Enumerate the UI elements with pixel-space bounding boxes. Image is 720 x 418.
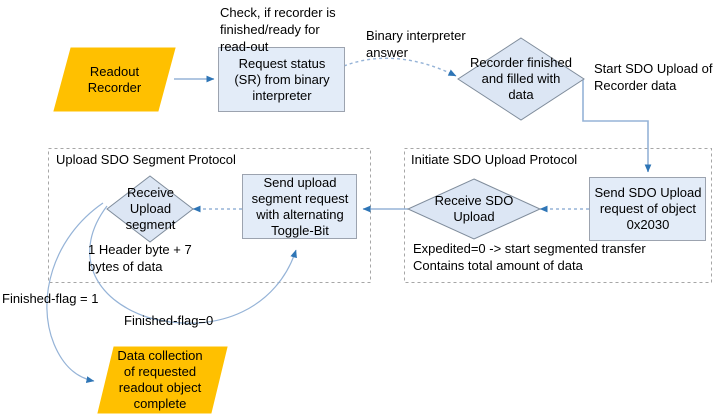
node-receive-sdo-upload-label: Receive SDO Upload <box>434 193 514 224</box>
node-readout-recorder-label: Readout Recorder <box>87 63 142 95</box>
node-readout-recorder-shape[interactable] <box>53 47 176 112</box>
node-data-collection-complete-label: Data collection of requested readout obj… <box>117 348 203 411</box>
node-send-upload-segment-shape[interactable] <box>242 174 357 239</box>
annotation-expedited-note: Expedited=0 -> start segmented transfer … <box>413 241 646 273</box>
node-receive-upload-segment-label: Receive Upload segment <box>125 185 176 232</box>
node-send-sdo-upload-shape[interactable] <box>589 177 706 241</box>
annotation-start-sdo-upload: Start SDO Upload of Recorder data <box>594 61 713 93</box>
annotation-check-recorder: Check, if recorder is finished/ready for… <box>220 5 336 54</box>
node-request-status-label: Request status (SR) from binary interpre… <box>234 55 330 103</box>
node-send-upload-segment-label: Send upload segment request with alterna… <box>251 174 349 238</box>
node-request-status-shape[interactable] <box>218 47 345 112</box>
annotation-finished-flag-1: Finished-flag = 1 <box>2 291 99 306</box>
node-receive-upload-segment-shape[interactable] <box>106 175 194 243</box>
annotation-binary-interpreter-answer: Binary interpreter answer <box>366 28 466 60</box>
node-send-sdo-upload-label: Send SDO Upload request of object 0x2030 <box>594 185 702 232</box>
annotation-header-byte-note: 1 Header byte + 7 bytes of data <box>88 242 192 274</box>
annotation-finished-flag-0: Finished-flag=0 <box>124 313 214 328</box>
group-title-initiate-sdo-upload-protocol: Initiate SDO Upload Protocol <box>411 152 578 167</box>
node-data-collection-complete-shape[interactable] <box>97 346 228 414</box>
node-receive-sdo-upload-shape[interactable] <box>406 178 542 240</box>
group-title-upload-sdo-segment-protocol: Upload SDO Segment Protocol <box>56 152 236 167</box>
